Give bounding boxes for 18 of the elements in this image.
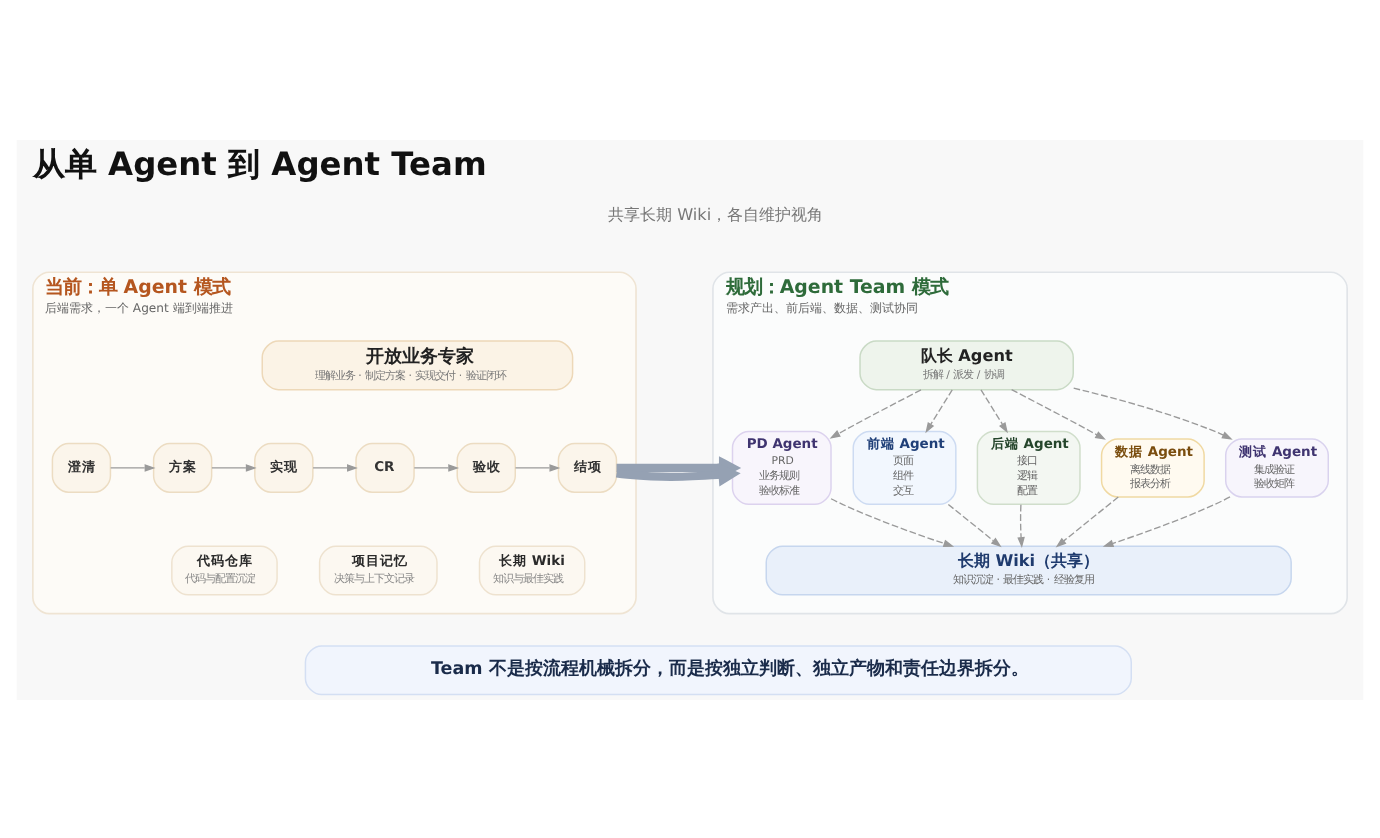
- arrow: [1010, 388, 1106, 439]
- arrow: [1055, 495, 1119, 547]
- arrow: [830, 497, 955, 546]
- label: 共享长期 Wiki，各自维护视角: [608, 202, 824, 223]
- arrow: [925, 388, 953, 433]
- arrow: [1017, 503, 1025, 547]
- arrow: [1073, 386, 1233, 439]
- arrow: [312, 463, 358, 471]
- arrow: [110, 463, 156, 471]
- arrow: [829, 388, 922, 438]
- arrow: [211, 463, 257, 471]
- arrow: [1102, 495, 1231, 546]
- arrow: [980, 388, 1008, 433]
- diagram-title: 从单 Agent 到 Agent Team: [32, 144, 487, 183]
- arrow: [514, 463, 561, 471]
- arrow: [413, 463, 460, 471]
- arrow: [947, 502, 1002, 547]
- node-box: Team 不是按流程机械拆分，而是按独立判断、独立产物和责任边界拆分。: [304, 644, 1132, 695]
